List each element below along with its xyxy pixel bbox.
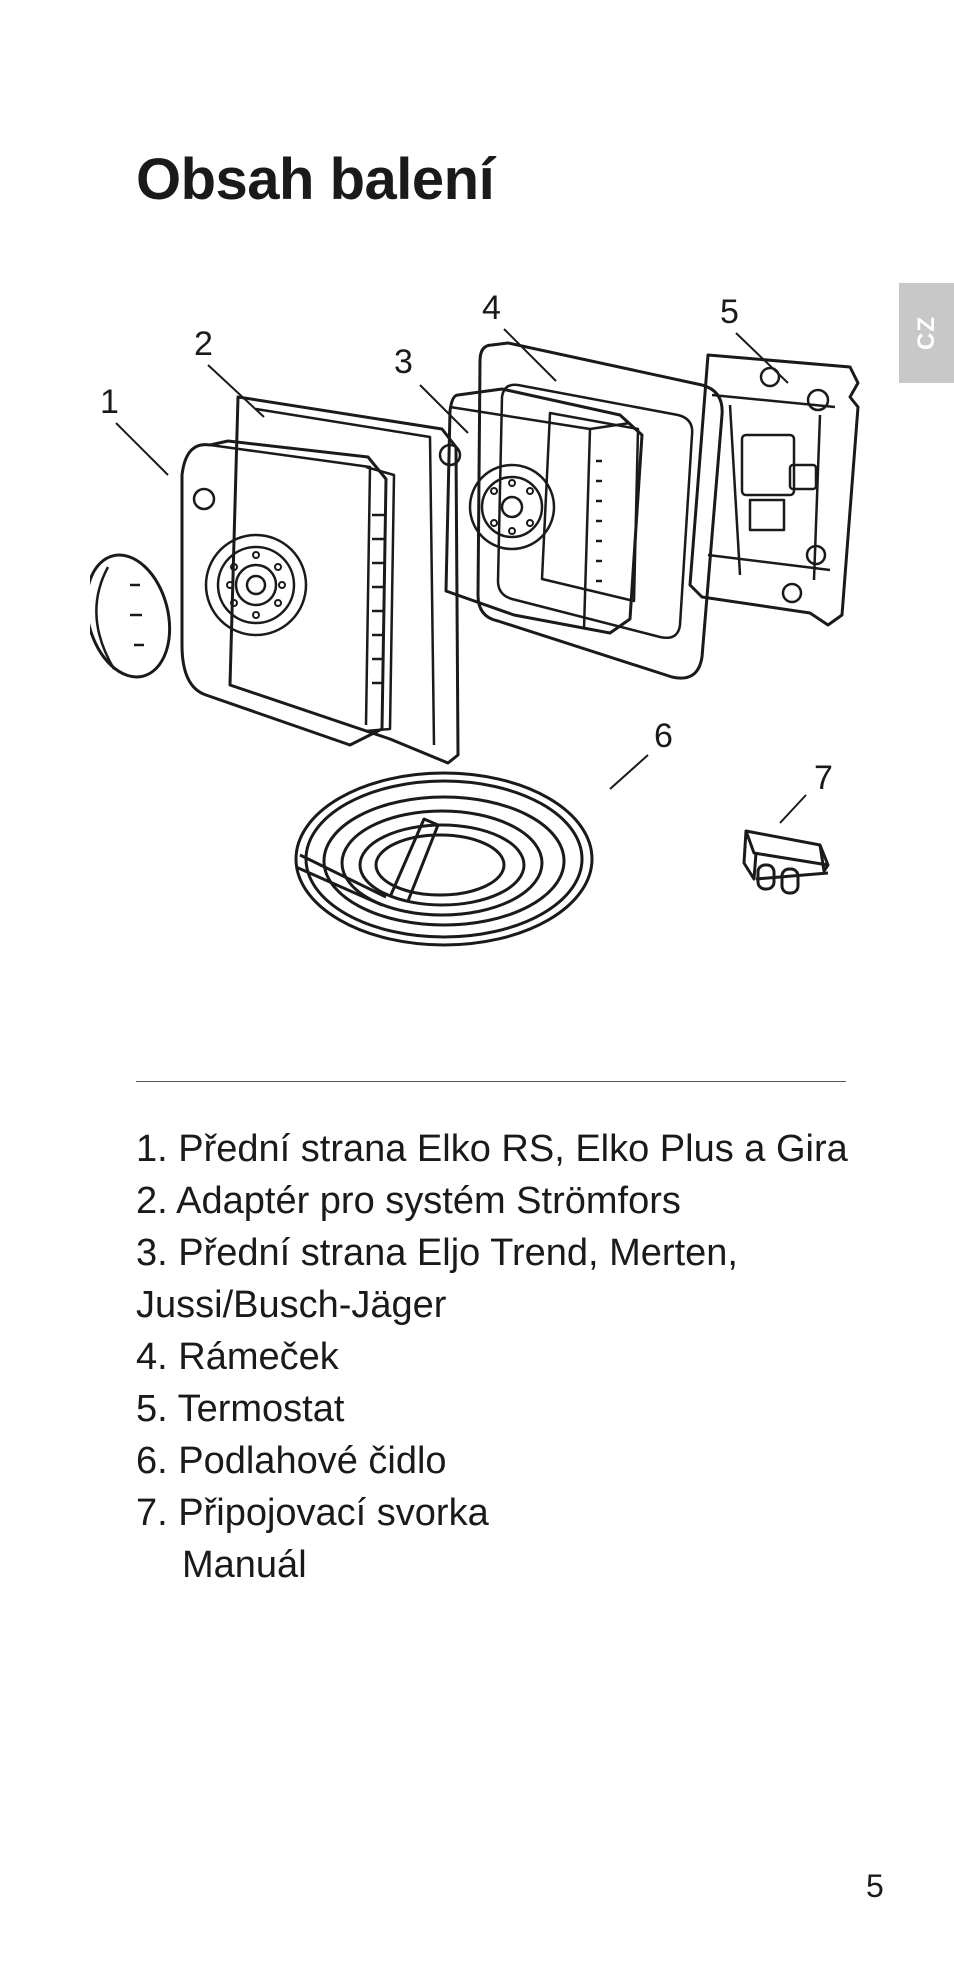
list-item: 2. Adaptér pro systém Strömfors [136,1180,681,1222]
adjustment-knob [90,553,172,679]
callout-7: 7 [814,759,833,797]
language-tab: CZ [899,283,954,383]
page-number: 5 [866,1868,884,1904]
callout-lines [115,328,807,824]
frame [476,341,724,680]
adapter-plate [228,395,460,765]
list-item: 4. Rámeček [136,1336,339,1378]
list-item: Jussi/Busch-Jäger [136,1284,447,1326]
callout-6: 6 [654,717,673,755]
callout-4: 4 [482,289,501,327]
thermostat-mechanism [688,353,860,627]
connection-terminal [742,829,830,895]
list-item: 7. Připojovací svorka [136,1492,489,1534]
language-tab-label: CZ [912,316,940,350]
contents-list: 1. Přední strana Elko RS, Elko Plus a Gi… [136,1123,856,1591]
list-item: 5. Termostat [136,1388,345,1430]
callout-2: 2 [194,325,213,363]
list-item: 1. Přední strana Elko RS, Elko Plus a Gi… [136,1128,848,1170]
floor-sensor-cable [294,771,594,947]
front-elko [180,439,396,747]
callout-5: 5 [720,293,739,331]
page-title: Obsah balení [136,147,495,212]
package-contents-illustration: 1 2 3 4 5 6 7 [90,289,860,947]
front-eljo-trend [438,387,644,635]
list-item: Manuál [182,1544,307,1586]
section-divider [136,1081,846,1082]
callout-1: 1 [100,383,119,421]
list-item: 3. Přední strana Eljo Trend, Merten, [136,1232,738,1274]
list-item: 6. Podlahové čidlo [136,1440,447,1482]
callout-3: 3 [394,343,413,381]
